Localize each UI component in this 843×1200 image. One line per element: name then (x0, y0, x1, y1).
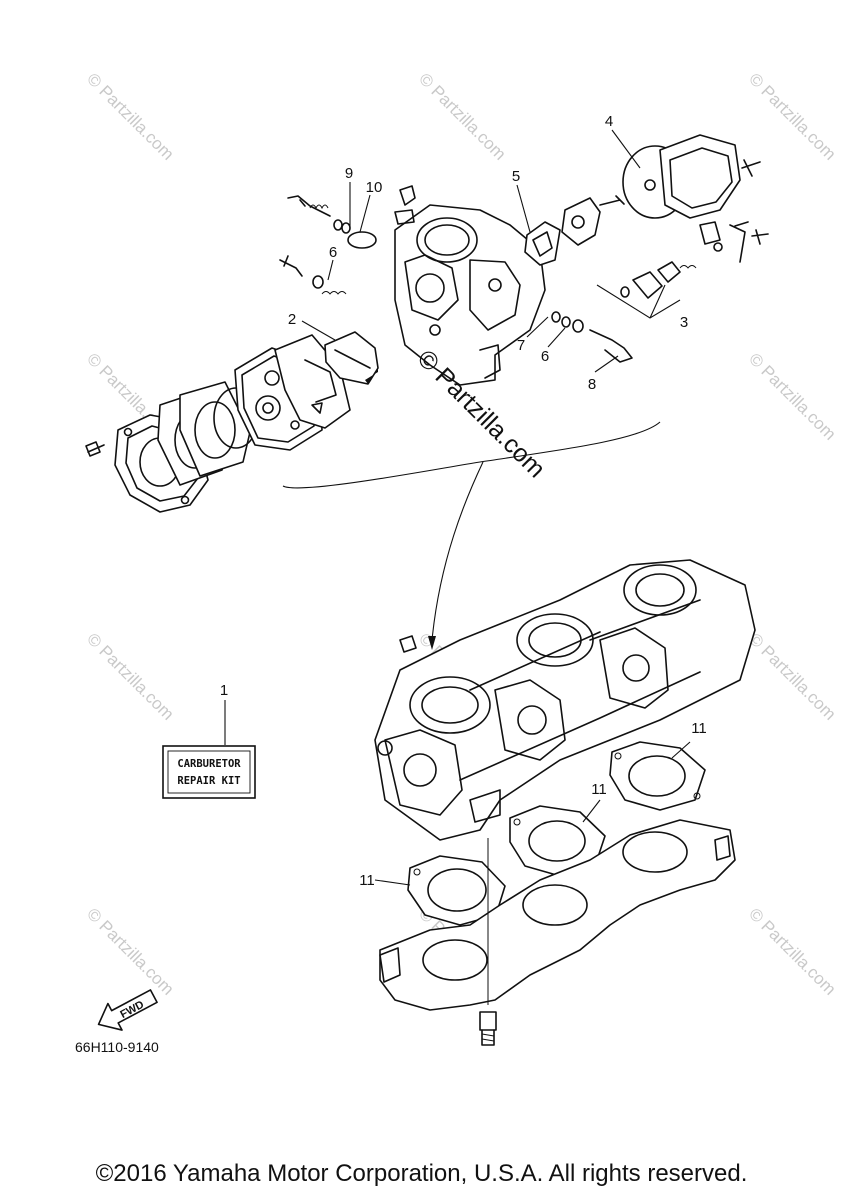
callout-11: 11 (591, 781, 607, 798)
watermark: © Partzilla.com (83, 69, 177, 163)
callout-7: 7 (517, 337, 525, 354)
watermark: © Partzilla.com (83, 629, 177, 723)
callout-3: 3 (680, 314, 688, 331)
callout-4: 4 (605, 113, 613, 130)
callout-11: 11 (359, 872, 375, 889)
diaphragm (324, 331, 379, 385)
repair-kit-line1: CARBURETOR (177, 758, 241, 770)
pump-cover-assembly (524, 134, 769, 266)
arrow-head (428, 636, 436, 650)
carburetor-bank (374, 559, 756, 841)
callout-6: 6 (541, 348, 549, 365)
callout-9: 9 (345, 165, 353, 182)
callout-8: 8 (588, 376, 596, 393)
manifold-gasket (407, 855, 506, 926)
manifold-gasket (609, 741, 706, 811)
callout-labels: 1 2 3 4 5 6 6 7 8 9 10 11 11 11 (220, 113, 707, 889)
gasket-stack (157, 381, 259, 486)
callout-11: 11 (691, 720, 707, 737)
manifold-gaskets (374, 741, 706, 926)
watermark: © Partzilla.com (415, 69, 509, 163)
watermark: © Partzilla.com (745, 349, 839, 443)
watermark: © Partzilla.com (745, 629, 839, 723)
group-arrow (431, 461, 484, 641)
copyright-notice: ©2016 Yamaha Motor Corporation, U.S.A. A… (95, 1160, 748, 1187)
needle-and-spring-set (279, 195, 377, 295)
fwd-label: FWD (118, 999, 146, 1021)
carburetor-repair-kit: CARBURETOR REPAIR KIT (162, 700, 256, 799)
callout-2: 2 (288, 311, 296, 328)
repair-kit-line2: REPAIR KIT (177, 775, 240, 787)
group-bracket (282, 421, 661, 489)
pilot-screw-set (551, 311, 633, 363)
manifold-gasket (509, 805, 606, 877)
carb-2 (494, 613, 594, 761)
exploded-carburetor (85, 129, 769, 650)
callout-6: 6 (329, 244, 337, 261)
carb-1 (377, 676, 491, 816)
watermark: © Partzilla.com (83, 904, 177, 998)
valve-set (620, 261, 697, 299)
watermark: © Partzilla.com (745, 69, 839, 163)
callout-5: 5 (512, 168, 520, 185)
forward-arrow: FWD (97, 989, 158, 1031)
intake-manifold (379, 819, 736, 1046)
watermark: © Partzilla.com (745, 904, 839, 998)
carburetor-body (394, 185, 546, 386)
diagram-code: 66H110-9140 (75, 1039, 159, 1055)
callout-1: 1 (220, 682, 228, 699)
callout-10: 10 (366, 179, 383, 196)
